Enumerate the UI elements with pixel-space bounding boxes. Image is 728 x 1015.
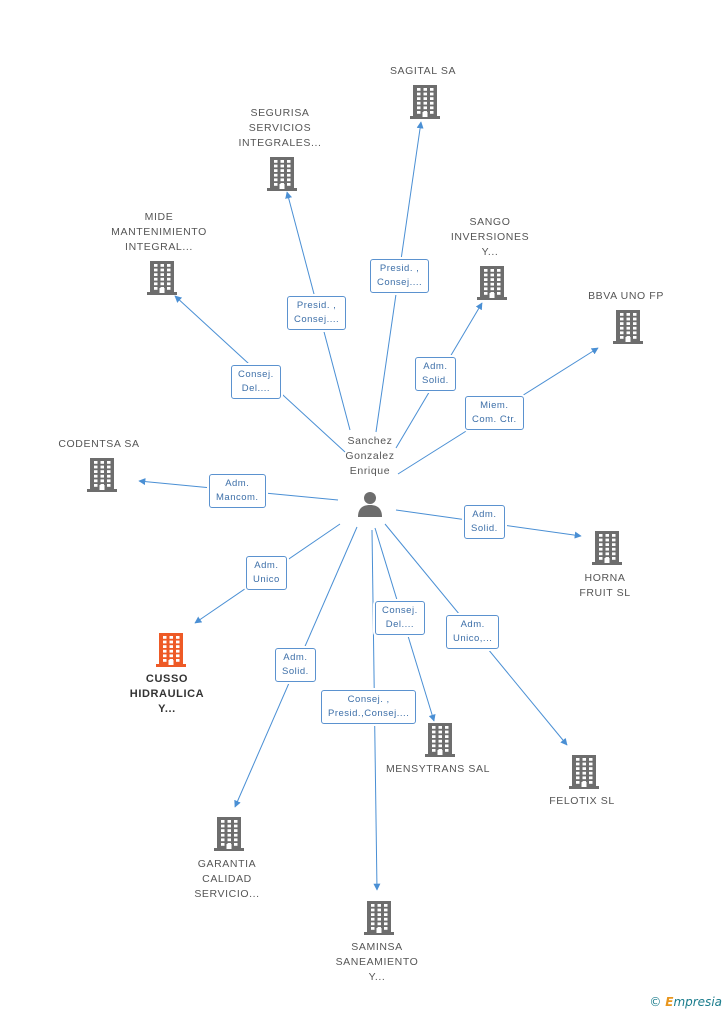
relation-label-bbva[interactable]: Miem. Com. Ctr. xyxy=(465,396,524,430)
sagital-label[interactable]: SAGITAL SA xyxy=(389,65,457,77)
relation-label-mensytrans[interactable]: Consej. Del.... xyxy=(375,601,425,635)
relation-label-saminsa[interactable]: Consej. , Presid.,Consej.... xyxy=(321,690,417,724)
relation-label-mide[interactable]: Consej. Del.... xyxy=(231,365,281,399)
segurisa-label[interactable]: SEGURISA SERVICIOS INTEGRALES... xyxy=(238,107,322,149)
person-icon[interactable] xyxy=(356,490,384,523)
horna-building-icon[interactable] xyxy=(592,531,622,570)
relation-label-sango[interactable]: Adm. Solid. xyxy=(415,357,456,391)
mide-label[interactable]: MIDE MANTENIMIENTO INTEGRAL... xyxy=(111,211,207,253)
brand-name: mpresia xyxy=(673,995,722,1009)
garantia-building-icon[interactable] xyxy=(214,817,244,856)
garantia-label[interactable]: GARANTIA CALIDAD SERVICIO... xyxy=(194,858,260,900)
relation-label-cusso[interactable]: Adm. Unico xyxy=(246,556,287,590)
brand-initial: E xyxy=(665,995,674,1009)
saminsa-label[interactable]: SAMINSA SANEAMIENTO Y... xyxy=(335,941,419,983)
horna-label[interactable]: HORNA FRUIT SL xyxy=(579,572,631,599)
sango-building-icon[interactable] xyxy=(477,266,507,305)
relation-label-sagital[interactable]: Presid. , Consej.... xyxy=(370,259,430,293)
cusso-building-icon[interactable] xyxy=(156,633,186,672)
segurisa-building-icon[interactable] xyxy=(267,157,297,196)
cusso-label[interactable]: CUSSO HIDRAULICA Y... xyxy=(129,673,205,715)
mensytrans-label[interactable]: MENSYTRANS SAL xyxy=(385,763,491,775)
codentsa-label[interactable]: CODENTSA SA xyxy=(58,438,140,450)
copyright-symbol: © xyxy=(649,995,662,1009)
bbva-label[interactable]: BBVA UNO FP xyxy=(588,290,664,302)
mensytrans-building-icon[interactable] xyxy=(425,723,455,762)
brand-footer[interactable]: © Empresia xyxy=(649,995,722,1009)
sango-label[interactable]: SANGO INVERSIONES Y... xyxy=(450,216,530,258)
bbva-building-icon[interactable] xyxy=(613,310,643,349)
relation-label-codentsa[interactable]: Adm. Mancom. xyxy=(209,474,266,508)
sagital-building-icon[interactable] xyxy=(410,85,440,124)
relation-label-garantia[interactable]: Adm. Solid. xyxy=(275,648,316,682)
felotix-building-icon[interactable] xyxy=(569,755,599,794)
codentsa-building-icon[interactable] xyxy=(87,458,117,497)
mide-building-icon[interactable] xyxy=(147,261,177,300)
saminsa-building-icon[interactable] xyxy=(364,901,394,940)
relation-label-felotix[interactable]: Adm. Unico,... xyxy=(446,615,500,649)
felotix-label[interactable]: FELOTIX SL xyxy=(549,795,615,807)
relation-label-segurisa[interactable]: Presid. , Consej.... xyxy=(287,296,347,330)
relation-label-horna[interactable]: Adm. Solid. xyxy=(464,505,505,539)
center-person-label[interactable]: Sanchez Gonzalez Enrique xyxy=(345,435,395,477)
